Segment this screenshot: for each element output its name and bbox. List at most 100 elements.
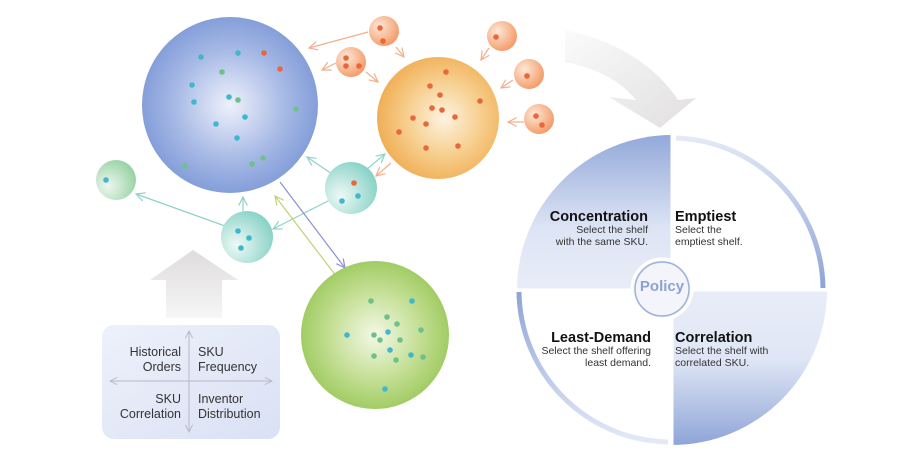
blue-cluster [142, 17, 318, 193]
arrow-orange-to-blue-2 [322, 63, 337, 70]
item-dot [382, 386, 388, 392]
item-dot [371, 332, 377, 338]
item-dot [452, 114, 458, 120]
item-dot [343, 55, 349, 61]
item-dot [344, 332, 350, 338]
policy-wheel [516, 135, 827, 445]
item-dot [242, 114, 248, 120]
item-dot [423, 121, 429, 127]
orange-cluster [377, 57, 499, 179]
quadrant-concentration-bg [517, 135, 672, 290]
item-dot [238, 245, 244, 251]
quadrant-desc: correlated SKU. [675, 356, 750, 369]
item-dot [355, 193, 361, 199]
item-dot [235, 50, 241, 56]
orange-mini-cluster [487, 21, 517, 51]
item-dot [377, 337, 383, 343]
orange-mini-cluster [514, 59, 544, 89]
item-dot [235, 97, 241, 103]
arrow-teal2-to-teal [273, 199, 331, 229]
item-dot [235, 228, 241, 234]
item-dot [420, 354, 426, 360]
quadrant-desc: Select the [675, 224, 722, 237]
item-dot [493, 34, 499, 40]
item-dot [394, 321, 400, 327]
item-dot [380, 38, 386, 44]
item-dot [410, 115, 416, 121]
arrow-orange-to-orange-4 [501, 80, 514, 88]
item-dots [103, 25, 545, 392]
item-dot [539, 122, 545, 128]
policy-center-ring [630, 257, 694, 321]
orange-mini-cluster [336, 47, 366, 77]
lightgreen-cluster [96, 160, 136, 200]
item-dot [477, 98, 483, 104]
quadrant-correlation-bg [672, 290, 827, 445]
item-dot [213, 121, 219, 127]
item-dot [387, 347, 393, 353]
quadrant-desc: emptiest shelf. [675, 235, 743, 248]
item-dot [356, 63, 362, 69]
policy-center-ring-inner [634, 261, 690, 317]
quadrant-title: Concentration [549, 209, 648, 225]
item-dot [182, 163, 188, 169]
item-dot [339, 198, 345, 204]
up-flow-arrow [150, 250, 238, 318]
feature-historical-orders: Historical Orders [103, 345, 181, 375]
feature-sku-frequency: SKU Frequency [198, 345, 278, 375]
feature-text: Historical [129, 345, 181, 359]
quadrant-title: Least-Demand [551, 330, 651, 346]
item-dot [249, 161, 255, 167]
item-dot [429, 105, 435, 111]
item-dot [246, 235, 252, 241]
item-dot [260, 155, 266, 161]
feature-text: Inventor [198, 392, 244, 406]
item-dot [226, 94, 232, 100]
quadrant-desc: Select the shelf with [675, 345, 769, 358]
feature-text: SKU [198, 345, 224, 359]
rim-emptiest [675, 135, 826, 289]
feature-text: Orders [142, 360, 181, 374]
arrow-green-to-blue [275, 196, 341, 282]
feature-text: Frequency [198, 360, 258, 374]
quadrant-desc: Select the shelf offering [541, 345, 651, 358]
arrow-teal-to-lightgreen [136, 194, 226, 227]
orange-arrows [309, 31, 524, 176]
item-dot [423, 145, 429, 151]
feature-sku-correlation: SKU Correlation [103, 392, 181, 422]
item-dot [418, 327, 424, 333]
item-dot [384, 314, 390, 320]
orange-mini-cluster [369, 16, 399, 46]
quadrant-desc: with the same SKU. [555, 235, 648, 248]
arrow-orange-to-orange-1 [396, 46, 404, 57]
item-dot [371, 353, 377, 359]
arrow-teal2-to-orange [366, 154, 385, 170]
item-dot [437, 92, 443, 98]
rim-least-demand [516, 291, 669, 445]
teal-cluster-right [325, 162, 377, 214]
quadrant-title: Emptiest [675, 209, 737, 225]
feature-text: Distribution [198, 407, 261, 421]
quadrant-emptiest: Emptiest Select the emptiest shelf. [675, 209, 785, 249]
feature-inventory-distribution: Inventor Distribution [198, 392, 282, 422]
arrow-orange-to-orange-2 [365, 71, 378, 82]
curved-flow-arrow [565, 30, 696, 128]
item-dot [377, 25, 383, 31]
item-dot [219, 69, 225, 75]
feature-text: SKU [155, 392, 181, 406]
item-dot [397, 337, 403, 343]
quadrant-title: Correlation [675, 330, 753, 346]
quadrant-desc: Select the shelf [576, 224, 648, 237]
arrow-blue-to-green [279, 181, 345, 268]
quadrant-concentration: Concentration Select the shelf with the … [530, 209, 648, 249]
item-dot [261, 50, 267, 56]
item-dot [351, 180, 357, 186]
item-dot [198, 54, 204, 60]
item-dot [293, 106, 299, 112]
item-dot [191, 99, 197, 105]
arrow-orange-to-blue-1 [309, 31, 369, 48]
quadrant-least-demand: Least-Demand Select the shelf offering l… [520, 330, 651, 370]
item-dot [368, 298, 374, 304]
item-dot [455, 143, 461, 149]
